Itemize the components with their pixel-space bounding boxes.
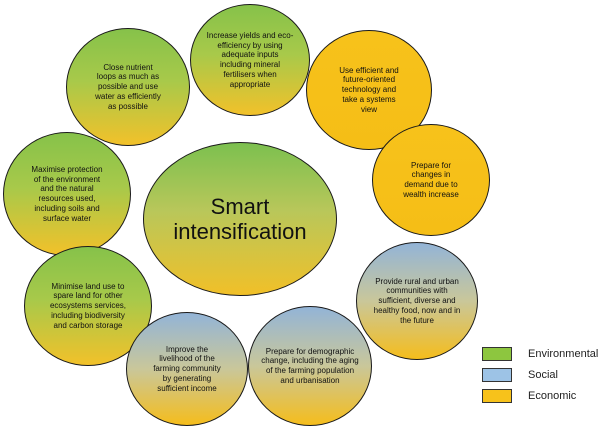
bubble-prepare-demand-text: Prepare for changes in demand due to wea… xyxy=(403,160,459,199)
legend-economic: Economic xyxy=(482,389,576,403)
legend-swatch-economic xyxy=(482,389,512,403)
center-title-line2: intensification xyxy=(173,219,307,244)
legend-environmental: Environmental xyxy=(482,347,598,361)
legend-label-environmental: Environmental xyxy=(528,348,599,360)
bubble-demographic-change: Prepare for demographic change, includin… xyxy=(248,306,372,426)
bubble-prepare-demand: Prepare for changes in demand due to wea… xyxy=(372,124,490,236)
bubble-minimise-land-text: Minimise land use to spare land for othe… xyxy=(49,281,127,330)
legend-swatch-environmental xyxy=(482,347,512,361)
bubble-increase-yields: Increase yields and eco-efficiency by us… xyxy=(190,4,310,116)
center-bubble: Smart intensification xyxy=(143,142,337,296)
bubble-close-nutrient: Close nutrient loops as much as possible… xyxy=(66,28,190,146)
center-title-line1: Smart xyxy=(210,193,270,219)
bubble-improve-livelihood-text: Improve the livelihood of the farming co… xyxy=(153,344,221,393)
bubble-demographic-change-text: Prepare for demographic change, includin… xyxy=(261,346,359,385)
bubble-increase-yields-text: Increase yields and eco-efficiency by us… xyxy=(206,30,294,89)
bubble-close-nutrient-text: Close nutrient loops as much as possible… xyxy=(95,62,161,111)
bubble-use-technology: Use efficient and future-oriented techno… xyxy=(306,30,432,150)
bubble-use-technology-text: Use efficient and future-oriented techno… xyxy=(339,65,399,114)
legend-label-social: Social xyxy=(528,369,558,381)
bubble-maximise-protection: Maximise protection of the environment a… xyxy=(3,132,131,256)
bubble-provide-food: Provide rural and urban communities with… xyxy=(356,242,478,360)
bubble-maximise-protection-text: Maximise protection of the environment a… xyxy=(31,164,103,223)
legend-social: Social xyxy=(482,368,558,382)
legend-swatch-social xyxy=(482,368,512,382)
bubble-improve-livelihood: Improve the livelihood of the farming co… xyxy=(126,312,248,426)
legend-label-economic: Economic xyxy=(528,390,577,402)
bubble-provide-food-text: Provide rural and urban communities with… xyxy=(373,276,461,325)
